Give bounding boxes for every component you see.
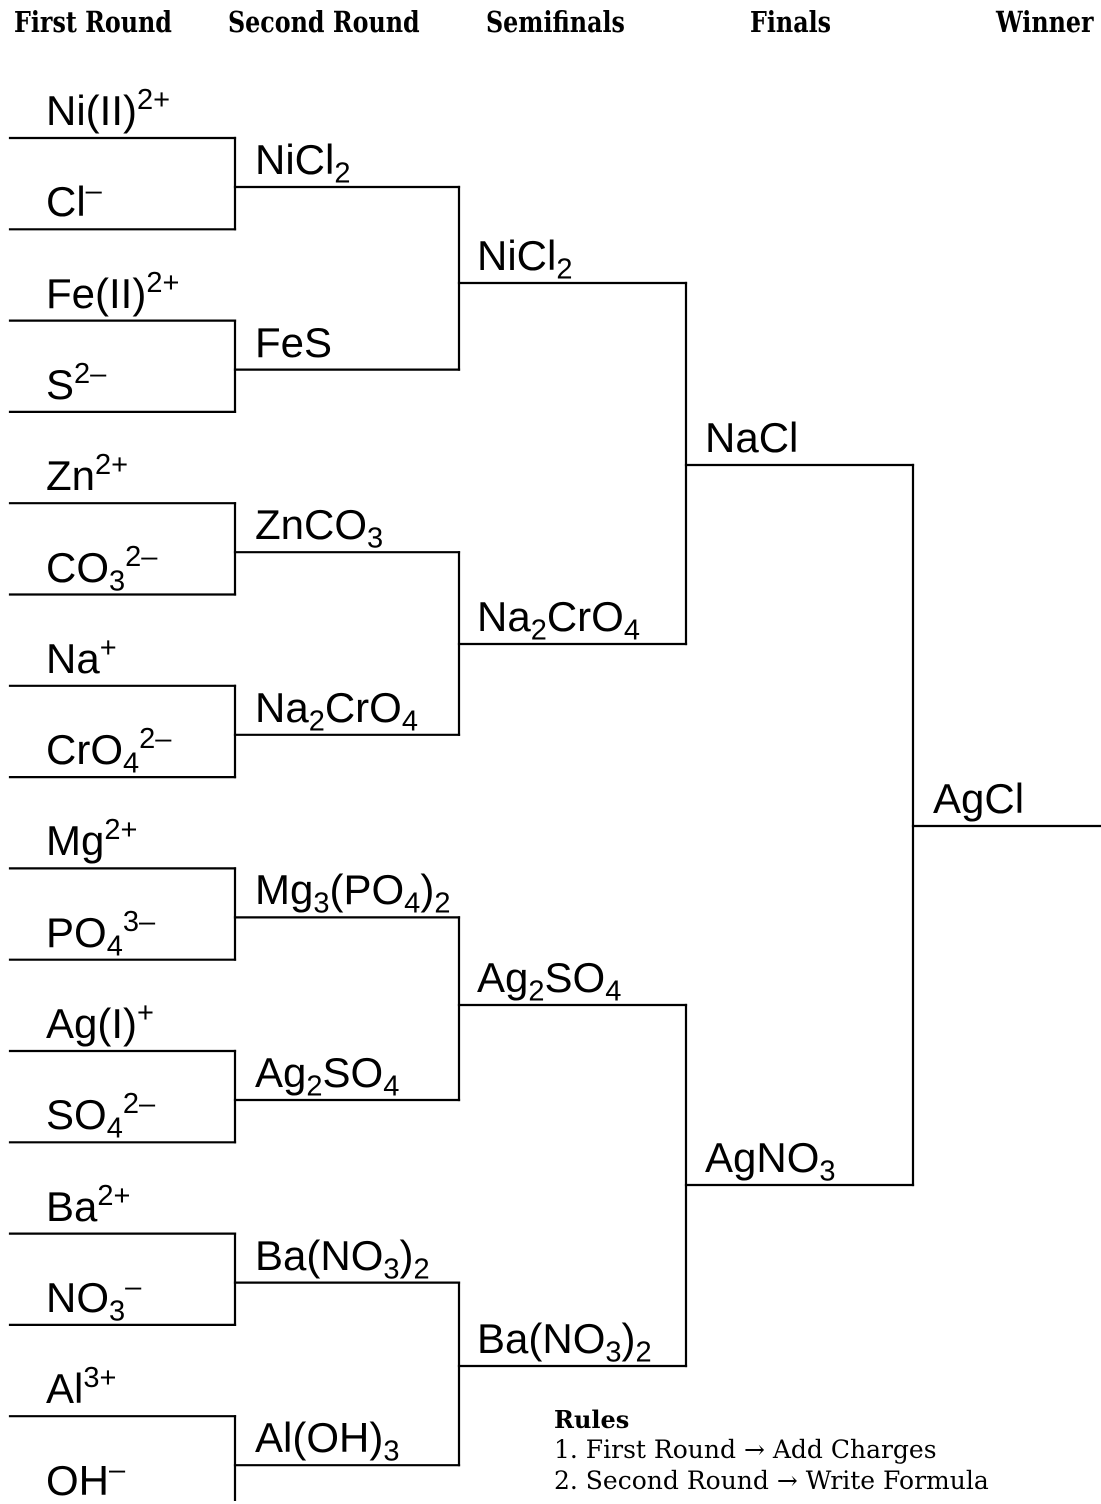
second-round-entry-3: ZnCO3 — [255, 501, 384, 555]
second-round-entry-1: NiCl2 — [255, 136, 351, 190]
first-round-entry-7: Na+ — [46, 631, 117, 682]
first-round-entry-2: Cl– — [46, 175, 102, 226]
rule-item-2: 2. Second Round → Write Formula — [554, 1466, 989, 1495]
semifinal-entry-1: NiCl2 — [477, 232, 573, 286]
semifinal-entry-2: Na2CrO4 — [477, 593, 640, 647]
first-round-entry-12: SO42– — [46, 1088, 156, 1145]
first-round-entry-11: Ag(I)+ — [46, 997, 154, 1047]
header-second-round: Second Round — [228, 5, 420, 39]
first-round-entry-10: PO43– — [46, 905, 156, 963]
first-round-entry-1: Ni(II)2+ — [46, 84, 171, 134]
second-round-entry-6: Ag2SO4 — [255, 1049, 400, 1103]
second-round-entry-7: Ba(NO3)2 — [255, 1231, 430, 1286]
first-round-entry-15: Al3+ — [46, 1362, 117, 1413]
first-round-entry-6: CO32– — [46, 540, 158, 598]
first-round-entry-4: S2– — [46, 357, 107, 408]
final-entry-1: NaCl — [705, 414, 799, 461]
second-round-entry-4: Na2CrO4 — [255, 683, 418, 738]
header-semifinals: Semifinals — [486, 5, 625, 39]
header-winner: Winner — [996, 5, 1094, 39]
first-round-entry-3: Fe(II)2+ — [46, 266, 180, 317]
first-round-entry-13: Ba2+ — [46, 1179, 131, 1230]
final-entry-2: AgNO3 — [705, 1134, 836, 1188]
second-round-entry-8: Al(OH)3 — [255, 1414, 400, 1468]
header-finals: Finals — [750, 5, 832, 39]
semifinal-entry-3: Ag2SO4 — [477, 954, 622, 1008]
second-round-entry-2: FeS — [255, 318, 333, 366]
first-round-entry-14: NO3– — [46, 1270, 142, 1328]
rule-item-1: 1. First Round → Add Charges — [554, 1435, 937, 1464]
first-round-entry-16: OH– — [46, 1453, 126, 1504]
first-round-entry-5: Zn2+ — [46, 449, 129, 500]
first-round-entry-9: Mg2+ — [46, 814, 138, 865]
header-first-round: First Round — [14, 5, 172, 39]
second-round-entry-5: Mg3(PO4)2 — [255, 866, 451, 921]
winner-entry-1: AgCl — [933, 775, 1025, 822]
rules-title: Rules — [554, 1405, 630, 1434]
rules-box: Rules 1. First Round → Add Charges 2. Se… — [554, 1406, 989, 1496]
first-round-entry-8: CrO42– — [46, 723, 172, 780]
semifinal-entry-4: Ba(NO3)2 — [477, 1315, 652, 1369]
